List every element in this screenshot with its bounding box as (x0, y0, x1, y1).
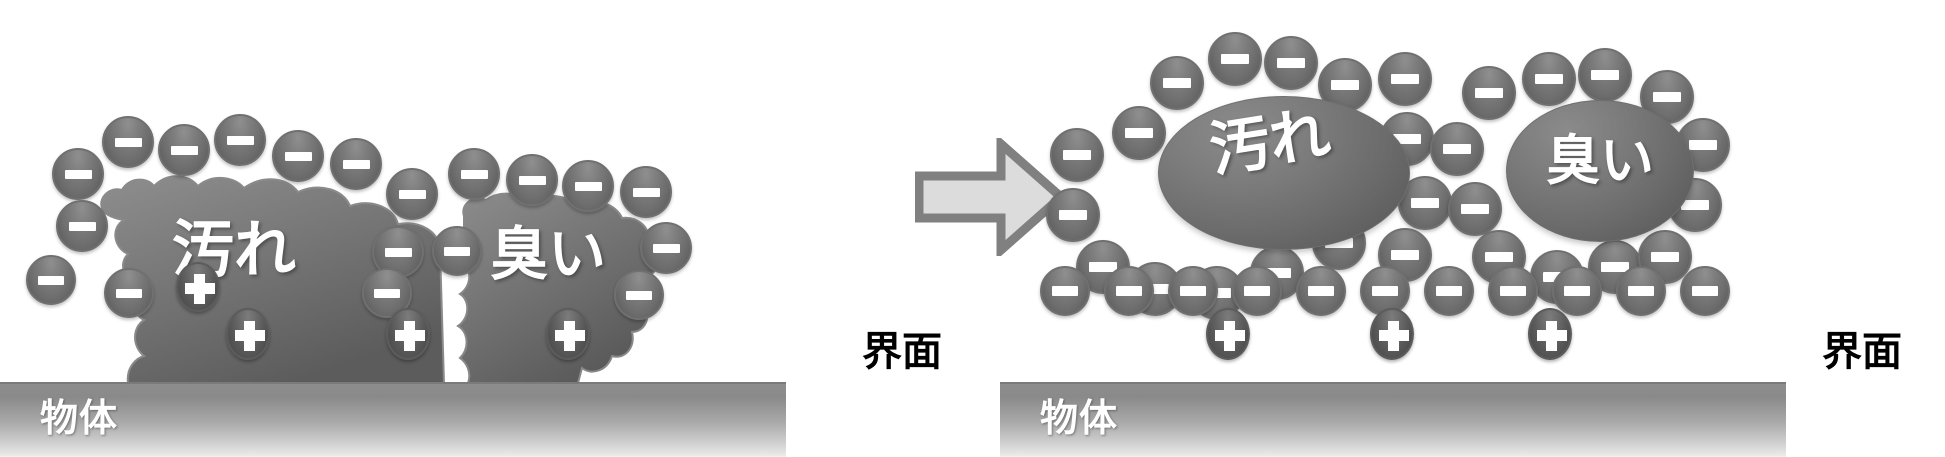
minus-charge (1430, 122, 1484, 176)
minus-charge (1680, 266, 1730, 316)
minus-charge (1040, 266, 1090, 316)
right-substrate-label: 物体 (1040, 398, 1119, 440)
process-arrow (914, 134, 1068, 260)
minus-charge (214, 114, 266, 166)
minus-charge (104, 268, 154, 318)
left-substrate-bar (0, 382, 786, 457)
minus-charge (1104, 266, 1154, 316)
minus-charge (1552, 266, 1602, 316)
minus-charge (1378, 52, 1432, 106)
plus-charge (1528, 308, 1572, 360)
odor-micelle (1506, 100, 1694, 242)
minus-charge (1208, 32, 1262, 86)
right-interface-label: 界面 (1822, 330, 1902, 374)
plus-charge (1206, 308, 1250, 360)
minus-charge (1168, 266, 1218, 316)
minus-charge (272, 130, 324, 182)
plus-charge (1370, 308, 1414, 360)
dirt-micelle (1158, 96, 1410, 250)
plus-charge (386, 308, 430, 360)
minus-charge (432, 226, 482, 276)
minus-charge (26, 255, 76, 305)
minus-charge (448, 148, 500, 200)
minus-charge (614, 270, 664, 320)
minus-charge (1112, 106, 1166, 160)
minus-charge (640, 222, 692, 274)
left-substrate-label: 物体 (40, 398, 119, 440)
right-substrate-bar (1000, 382, 1786, 457)
minus-charge (1232, 266, 1282, 316)
minus-charge (1462, 66, 1516, 120)
minus-charge (1522, 52, 1576, 106)
minus-charge (1448, 182, 1502, 236)
minus-charge (330, 138, 382, 190)
minus-charge (386, 168, 438, 220)
plus-charge (176, 262, 220, 312)
minus-charge (52, 148, 104, 200)
minus-charge (1616, 266, 1666, 316)
minus-charge (1488, 266, 1538, 316)
minus-charge (1296, 266, 1346, 316)
plus-charge (546, 308, 590, 360)
minus-charge (506, 154, 558, 206)
minus-charge (1050, 128, 1104, 182)
minus-charge (1578, 48, 1632, 102)
minus-charge (1264, 36, 1318, 90)
plus-charge (226, 308, 270, 360)
minus-charge (562, 160, 614, 212)
left-interface-label: 界面 (862, 330, 942, 374)
minus-charge (1150, 56, 1204, 110)
odor-micelle-label: 臭い (1546, 131, 1654, 191)
minus-charge (1424, 266, 1474, 316)
minus-charge (620, 166, 672, 218)
minus-charge (1046, 188, 1100, 242)
minus-charge (102, 116, 154, 168)
minus-charge (372, 226, 424, 278)
minus-charge (56, 200, 108, 252)
minus-charge (158, 124, 210, 176)
